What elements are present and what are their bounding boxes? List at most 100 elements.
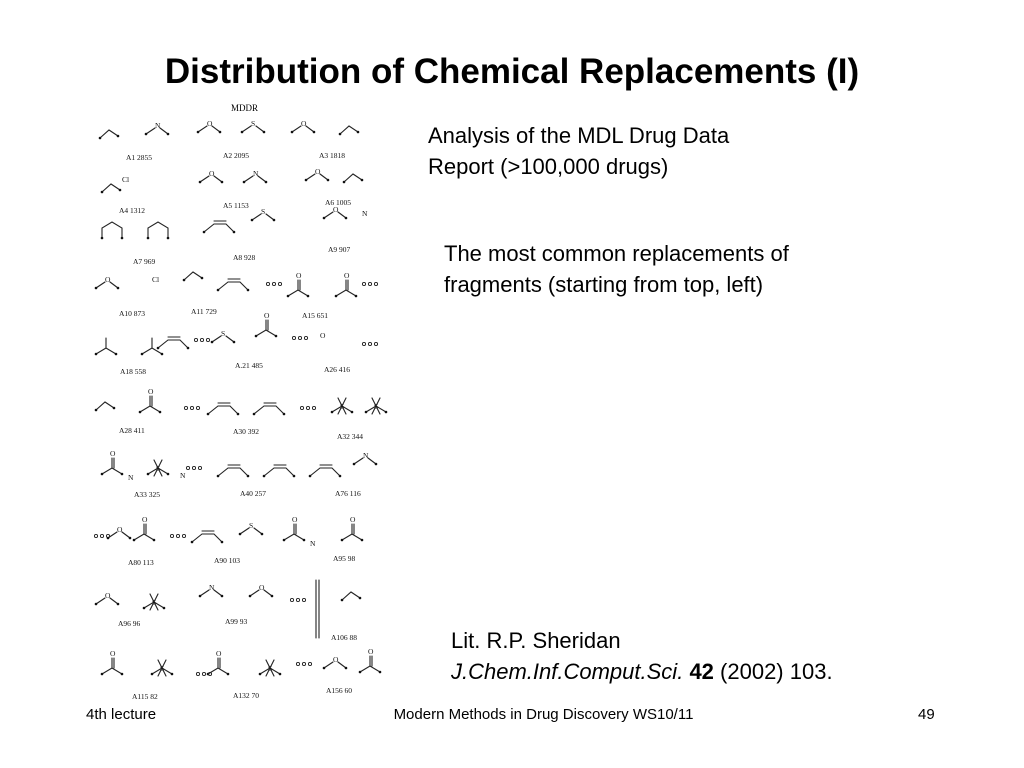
ring-marker: [205, 337, 211, 343]
bond-line: [337, 211, 347, 219]
bond-line: [341, 533, 363, 541]
attachment-dot: [170, 672, 174, 676]
fragment-label: A106 88: [331, 633, 357, 642]
attachment-dot: [140, 352, 144, 356]
attachment-dot: [158, 410, 162, 414]
atom-symbol: S: [374, 402, 378, 411]
attachment-dot: [198, 180, 202, 184]
fragment-label: A30 392: [233, 427, 259, 436]
attachment-dot: [252, 412, 256, 416]
attachment-dot: [200, 276, 204, 280]
slide-number: 49: [918, 706, 935, 723]
ring-marker: [207, 671, 213, 677]
atom-symbol: N: [362, 209, 368, 218]
attachment-dot: [344, 216, 348, 220]
bond-line: [309, 467, 341, 477]
attachment-dot: [358, 670, 362, 674]
ring-marker: [289, 597, 295, 603]
bond-line: [323, 661, 334, 669]
atom-symbol: Cl: [152, 275, 159, 284]
ring-marker: [277, 281, 283, 287]
atom-symbol: S: [340, 402, 344, 411]
bond-line: [337, 661, 347, 669]
analysis-line-1: Analysis of the MDL Drug Data: [428, 123, 730, 148]
atom-symbol: N: [363, 451, 369, 460]
attachment-dot: [342, 180, 346, 184]
attachment-dot: [352, 462, 356, 466]
bond-line: [101, 667, 123, 675]
atom-symbol: S: [156, 464, 160, 473]
bond-line: [343, 173, 363, 183]
bond-line: [183, 271, 203, 281]
attachment-dot: [226, 672, 230, 676]
attachment-dot: [340, 538, 344, 542]
ring-marker: [181, 533, 187, 539]
figure-heading: MDDR: [231, 103, 259, 113]
attachment-dot: [120, 672, 124, 676]
atom-symbol: O: [105, 591, 111, 600]
atom-symbol: O: [333, 205, 339, 214]
attachment-dot: [350, 410, 354, 414]
attachment-dot: [100, 190, 104, 194]
attachment-dot: [334, 294, 338, 298]
atom-symbol: O: [315, 167, 321, 176]
attachment-dot: [138, 410, 142, 414]
attachment-dot: [220, 594, 224, 598]
bond-line: [203, 223, 235, 233]
bond-line: [225, 335, 235, 343]
fragment-label: A1 2855: [126, 153, 152, 162]
attachment-dot: [378, 670, 382, 674]
ring-marker: [303, 335, 309, 341]
attachment-dot: [166, 472, 170, 476]
attachment-dot: [354, 294, 358, 298]
attachment-dot: [232, 340, 236, 344]
bond-line: [323, 211, 334, 219]
attachment-dot: [152, 538, 156, 542]
ring-marker: [93, 533, 99, 539]
atom-symbol: O: [110, 449, 116, 458]
attachment-dot: [196, 130, 200, 134]
attachment-dot: [272, 218, 276, 222]
fragment-label: A156 60: [326, 686, 352, 695]
bond-line: [95, 401, 115, 411]
attachment-dot: [118, 188, 122, 192]
fragment-label: A11 729: [191, 307, 217, 316]
attachment-dot: [326, 178, 330, 182]
bond-line: [243, 175, 254, 183]
atom-symbol: O: [105, 275, 111, 284]
attachment-dot: [116, 286, 120, 290]
ring-marker: [373, 341, 379, 347]
bond-line: [157, 339, 189, 349]
atom-symbol: S: [249, 521, 253, 530]
bond-line: [159, 127, 169, 135]
attachment-dot: [236, 412, 240, 416]
fragment-label: A.21 485: [235, 361, 263, 370]
slide-title: Distribution of Chemical Replacements (I…: [164, 52, 860, 91]
bond-line: [241, 125, 252, 133]
ring-marker: [197, 465, 203, 471]
attachment-dot: [360, 178, 364, 182]
bond-line: [257, 175, 267, 183]
fragment-label: A5 1153: [223, 201, 249, 210]
attachment-dot: [166, 132, 170, 136]
atom-symbol: N: [310, 539, 316, 548]
attachment-dot: [330, 410, 334, 414]
atom-symbol: O: [350, 515, 356, 524]
bond-line: [95, 347, 117, 355]
ring-marker: [195, 405, 201, 411]
ring-marker: [297, 335, 303, 341]
attachment-dot: [182, 278, 186, 282]
ring-marker: [301, 597, 307, 603]
bond-line: [109, 597, 119, 605]
bond-line: [249, 589, 260, 597]
ring-marker: [185, 465, 191, 471]
attachment-dot: [258, 672, 262, 676]
bond-line: [283, 533, 305, 541]
attachment-dot: [206, 412, 210, 416]
fragment-label: A4 1312: [119, 206, 145, 215]
attachment-dot: [274, 334, 278, 338]
ring-marker: [373, 281, 379, 287]
attachment-dot: [100, 472, 104, 476]
attachment-dot: [278, 672, 282, 676]
bond-line: [335, 289, 357, 297]
